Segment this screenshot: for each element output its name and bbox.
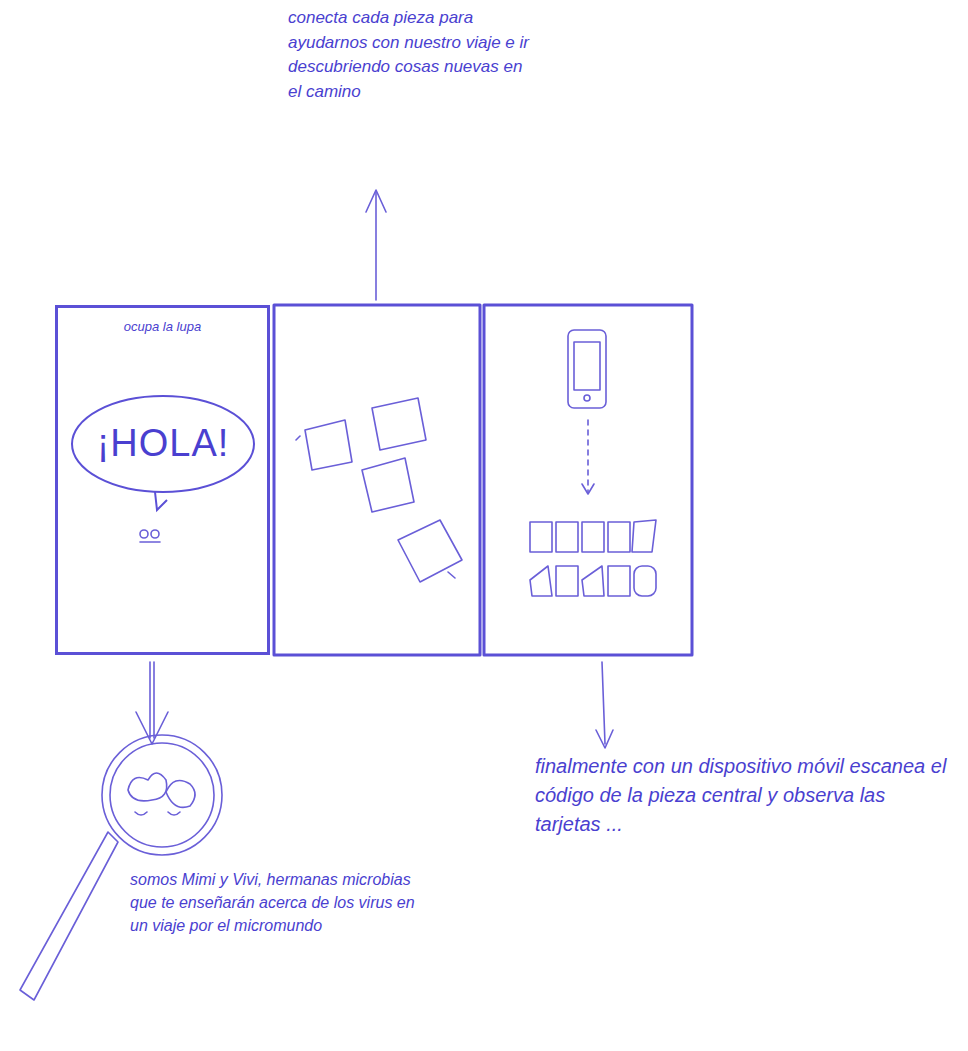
card (608, 566, 630, 596)
microbe-sketch (128, 773, 167, 801)
magnifier-lens (102, 735, 222, 855)
magnifier-handle (20, 832, 118, 1000)
panel-heading: ocupa la lupa (58, 318, 267, 336)
handwritten-note: conecta cada pieza para ayudarnos con nu… (288, 6, 538, 105)
phone-button (584, 395, 590, 401)
leader-arrowhead (596, 730, 613, 748)
card (608, 522, 630, 552)
card (530, 566, 552, 596)
piece-tab (296, 436, 300, 440)
magnifier-lens (110, 743, 214, 847)
tiny-figure (151, 530, 159, 538)
card (632, 520, 656, 552)
bubble-ellipse (72, 396, 254, 492)
puzzle-piece (372, 398, 426, 450)
tiny-figure (140, 541, 160, 543)
puzzle-piece (398, 520, 462, 582)
puzzle-piece (305, 420, 352, 470)
microbe-sketch (166, 780, 195, 807)
phone-icon (568, 330, 606, 408)
right-panel (484, 305, 692, 655)
card (556, 522, 578, 552)
scan-arrow (587, 420, 589, 492)
leader-arrow (149, 662, 151, 738)
card (634, 566, 656, 596)
card (556, 566, 578, 596)
handwritten-note: finalmente con un dispositivo móvil esca… (535, 752, 950, 839)
tiny-figure (140, 530, 148, 538)
bubble-tail (155, 492, 167, 510)
leader-arrow (153, 662, 155, 738)
card (530, 522, 552, 552)
middle-panel (274, 305, 480, 655)
scan-arrowhead (582, 484, 594, 494)
leader-arrow (602, 662, 605, 744)
puzzle-piece (362, 458, 414, 512)
card (582, 522, 604, 552)
leader-arrowhead (366, 190, 386, 212)
piece-tab (448, 572, 455, 578)
card (582, 566, 604, 596)
microbe-sketch (135, 812, 180, 815)
speech-bubble: ¡HOLA! (70, 394, 256, 494)
left-panel: ocupa la lupa ¡HOLA! (55, 305, 270, 655)
handwritten-note: somos Mimi y Vivi, hermanas microbias qu… (130, 868, 430, 938)
leader-arrow (375, 192, 377, 300)
bubble-text: ¡HOLA! (97, 418, 230, 469)
phone-screen (574, 342, 600, 390)
